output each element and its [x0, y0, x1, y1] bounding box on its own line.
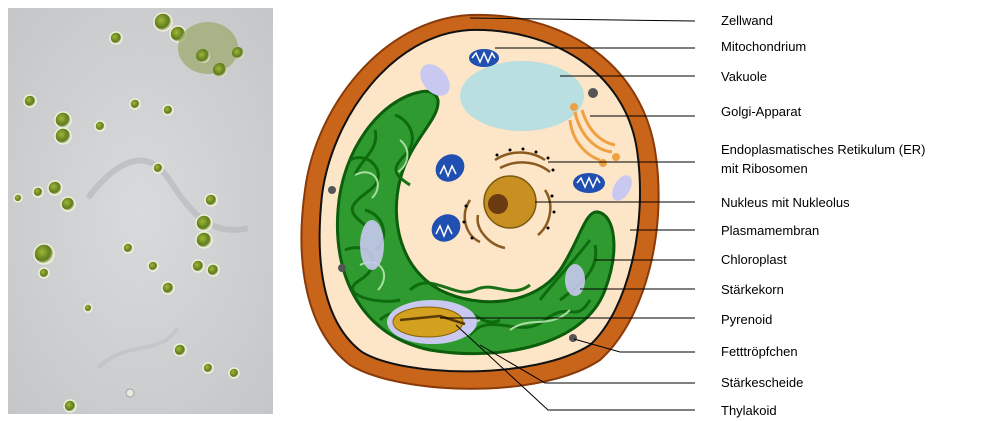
label-golgi-apparat: Golgi-Apparat — [721, 103, 801, 120]
label-staerkekorn: Stärkekorn — [721, 281, 784, 298]
label-er-line1: Endoplasmatisches Retikulum (ER) — [721, 141, 925, 158]
label-chloroplast: Chloroplast — [721, 251, 787, 268]
label-mitochondrium: Mitochondrium — [721, 38, 806, 55]
label-vakuole: Vakuole — [721, 68, 767, 85]
fat-droplet — [328, 186, 336, 194]
label-nukleus: Nukleus mit Nukleolus — [721, 194, 850, 211]
nucleolus — [488, 194, 508, 214]
vacuole — [460, 61, 584, 131]
mitochondrion — [573, 173, 605, 193]
label-fetttroepfchen: Fetttröpfchen — [721, 343, 798, 360]
label-thylakoid: Thylakoid — [721, 402, 777, 419]
starch-grain — [565, 264, 585, 296]
starch-grain — [360, 220, 384, 270]
fat-droplet — [588, 88, 598, 98]
label-staerkescheide: Stärkescheide — [721, 374, 803, 391]
fat-droplet — [569, 334, 577, 342]
mitochondrion — [469, 49, 499, 67]
label-er-line2: mit Ribosomen — [721, 160, 808, 177]
label-plasmamembran: Plasmamembran — [721, 222, 819, 239]
fat-droplet — [338, 264, 346, 272]
label-pyrenoid: Pyrenoid — [721, 311, 772, 328]
label-zellwand: Zellwand — [721, 12, 773, 29]
pyrenoid — [393, 307, 463, 337]
